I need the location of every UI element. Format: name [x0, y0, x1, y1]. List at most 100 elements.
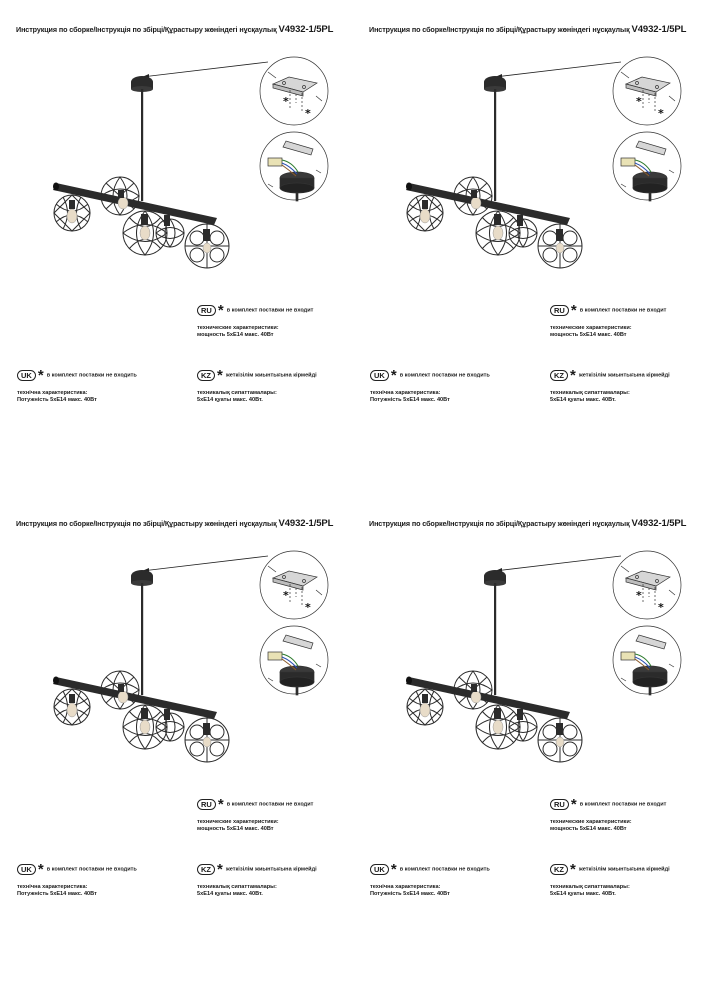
chandelier-diagram: * * [406, 56, 682, 269]
kz-spec-title: техникалық сипаттамалары: [550, 884, 630, 890]
kz-note: жеткізілім жиынтығына кірмейді [225, 372, 317, 379]
suspension-rod [141, 583, 144, 695]
kz-note-row: KZ*жеткізілім жиынтығына кірмейді [197, 862, 317, 877]
ru-spec-value: мощность 5xE14 макс. 40Вт [550, 826, 627, 832]
instruction-copy: Инструкция по сборке/Інструкція по збірц… [0, 494, 353, 994]
ru-spec-value: мощность 5xE14 макс. 40Вт [197, 332, 274, 338]
asterisk-icon: * [37, 860, 44, 878]
kz-spec-value: 5xE14 қуаты макс. 40Вт. [197, 397, 263, 403]
uk-spec-value: Потужність 5xE14 макс. 40Вт [17, 397, 97, 403]
svg-text:*: * [305, 601, 311, 614]
kz-note-row: KZ*жеткізілім жиынтығына кірмейді [550, 860, 670, 878]
asterisk-icon: * [570, 795, 577, 813]
asterisk-icon: * [570, 366, 576, 384]
title-text: Инструкция по сборке/Інструкція по збірц… [16, 519, 277, 528]
kz-badge: KZ [550, 370, 568, 381]
uk-note: в комплект поставки не входить [46, 372, 137, 379]
uk-badge: UK [17, 370, 36, 381]
horizontal-bar [406, 183, 570, 225]
chandelier-diagram: * * [53, 56, 329, 269]
ru-note: в комплект поставки не входит [226, 307, 314, 314]
bracket-detail [259, 550, 329, 620]
page-title: Инструкция по сборке/Інструкція по збірц… [369, 518, 699, 529]
chandelier-diagram: * * [406, 550, 682, 763]
chandelier-diagram: * * [53, 550, 329, 763]
uk-note-row: UK*в комплект поставки не входить [17, 860, 137, 878]
ru-spec-title: технические характеристики: [197, 819, 279, 825]
uk-badge: UK [370, 864, 389, 875]
kz-note: жеткізілім жиынтығына кірмейді [578, 372, 670, 379]
title-text: Инструкция по сборке/Інструкція по збірц… [369, 25, 630, 34]
asterisk-icon: * [37, 366, 44, 384]
uk-note: в комплект поставки не входить [399, 372, 490, 379]
asterisk-icon: * [217, 301, 224, 319]
ru-badge: RU [197, 799, 216, 810]
instruction-copy: Инструкция по сборке/Інструкція по збірц… [353, 0, 706, 500]
wiring-detail [259, 625, 329, 696]
uk-spec-value: Потужність 5xE14 макс. 40Вт [370, 891, 450, 897]
uk-spec: технічна характеристика: Потужність 5xE1… [17, 390, 97, 404]
pointer-arrow [141, 61, 269, 78]
ru-spec-title: технические характеристики: [197, 325, 279, 331]
kz-spec: техникалық сипаттамалары: 5xE14 қуаты ма… [197, 884, 277, 898]
horizontal-bar [53, 183, 217, 225]
model-number: V4932-1/5PL [631, 518, 687, 529]
ru-spec: технические характеристики: мощность 5xE… [550, 819, 632, 833]
asterisk-icon: * [390, 366, 397, 384]
uk-spec-title: технічна характеристика: [17, 390, 88, 396]
ru-spec-title: технические характеристики: [550, 325, 632, 331]
model-number: V4932-1/5PL [631, 24, 687, 35]
ru-spec-value: мощность 5xE14 макс. 40Вт [197, 826, 274, 832]
kz-spec: техникалық сипаттамалары: 5xE14 қуаты ма… [550, 884, 630, 898]
ru-note-row: RU*в комплект поставки не входит [197, 301, 314, 319]
kz-spec: техникалық сипаттамалары: 5xE14 қуаты ма… [550, 390, 630, 404]
kz-badge: KZ [197, 864, 215, 875]
uk-note-row: UK*в комплект поставки не входить [370, 366, 490, 384]
asterisk-icon: * [217, 366, 223, 384]
ru-spec: технические характеристики: мощность 5xE… [197, 325, 279, 339]
ru-note: в комплект поставки не входит [579, 307, 667, 314]
pointer-arrow [141, 555, 269, 572]
svg-text:*: * [636, 589, 642, 602]
ru-badge: RU [550, 305, 569, 316]
uk-spec: технічна характеристика: Потужність 5xE1… [370, 390, 450, 404]
cage-shade [475, 210, 521, 256]
page-title: Инструкция по сборке/Інструкція по збірц… [16, 24, 346, 35]
model-number: V4932-1/5PL [278, 24, 334, 35]
suspension-rod [141, 89, 144, 201]
kz-spec: техникалық сипаттамалары: 5xE14 қуаты ма… [197, 390, 277, 404]
kz-spec-title: техникалық сипаттамалары: [197, 884, 277, 890]
page-title: Инструкция по сборке/Інструкція по збірц… [16, 518, 346, 529]
asterisk-icon: * [570, 860, 576, 878]
kz-note: жеткізілім жиынтығына кірмейді [225, 866, 317, 873]
kz-note-row: KZ*жеткізілім жиынтығына кірмейді [197, 366, 317, 384]
ru-badge: RU [197, 305, 216, 316]
wiring-detail [259, 131, 329, 202]
ru-note: в комплект поставки не входит [579, 801, 667, 808]
asterisk-icon: * [390, 860, 397, 878]
instruction-copy: Инструкция по сборке/Інструкція по збірц… [353, 494, 706, 994]
uk-badge: UK [370, 370, 389, 381]
ru-spec: технические характеристики: мощность 5xE… [550, 325, 632, 339]
ru-note: в комплект поставки не входит [226, 801, 314, 808]
svg-text:*: * [658, 601, 664, 614]
bracket-detail [259, 56, 329, 126]
cage-shade [475, 704, 521, 750]
svg-text:*: * [636, 95, 642, 108]
kz-badge: KZ [197, 370, 215, 381]
pointer-arrow [494, 555, 622, 572]
uk-note: в комплект поставки не входить [399, 866, 490, 873]
kz-note-row: KZ*жеткізілім жиынтығына кірмейді [550, 366, 670, 384]
title-text: Инструкция по сборке/Інструкція по збірц… [369, 519, 630, 528]
uk-spec: технічна характеристика: Потужність 5xE1… [370, 884, 450, 898]
asterisk-icon: * [570, 301, 577, 319]
kz-note: жеткізілім жиынтығына кірмейді [578, 866, 670, 873]
kz-spec-value: 5xE14 қуаты макс. 40Вт. [550, 397, 616, 403]
suspension-rod [494, 583, 497, 695]
bracket-detail [612, 56, 682, 126]
uk-spec-value: Потужність 5xE14 макс. 40Вт [370, 397, 450, 403]
kz-badge: KZ [550, 864, 568, 875]
pointer-arrow [494, 61, 622, 78]
ru-spec-value: мощность 5xE14 макс. 40Вт [550, 332, 627, 338]
kz-spec-title: техникалық сипаттамалары: [550, 390, 630, 396]
